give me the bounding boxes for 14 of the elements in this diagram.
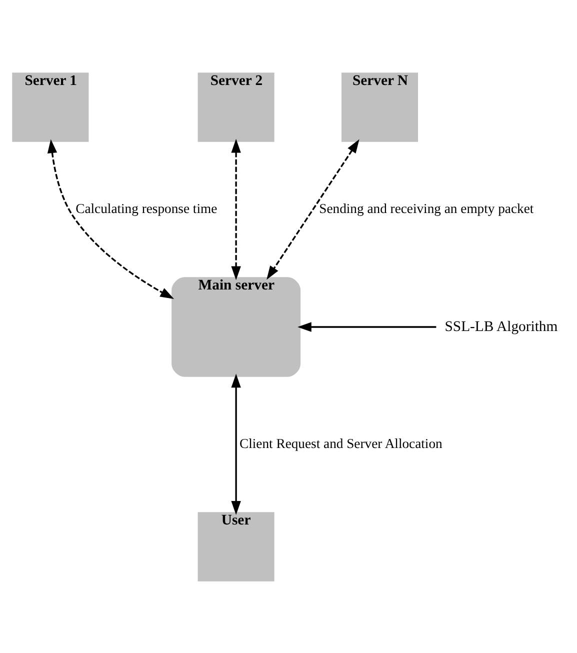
arrow <box>231 373 241 514</box>
arrow <box>231 138 241 280</box>
node-box: Server 2 <box>198 72 274 142</box>
edge-label: Calculating response time <box>76 200 218 216</box>
arrow <box>47 138 174 299</box>
node-box: Server N <box>341 72 418 142</box>
node-box: Server 1 <box>12 72 89 142</box>
node-box: User <box>198 512 274 581</box>
edge-label: Sending and receiving an empty packet <box>319 200 534 216</box>
arrow <box>298 322 436 332</box>
arrow <box>266 138 360 280</box>
node-text: SSL-LB Algorithm <box>444 318 558 334</box>
node-box: Main server <box>172 276 301 376</box>
edge-label: Client Request and Server Allocation <box>240 436 442 451</box>
